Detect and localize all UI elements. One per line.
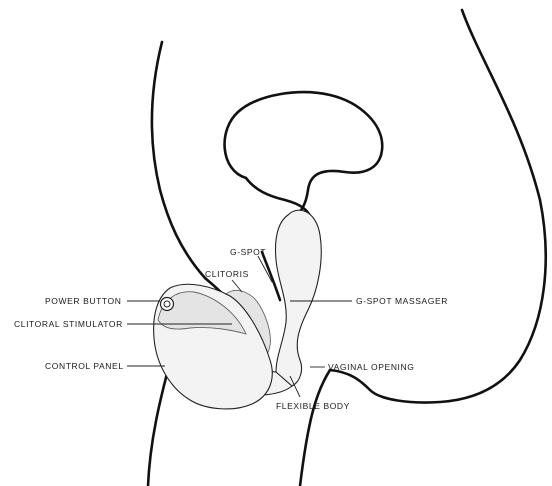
power-button-ring xyxy=(161,298,174,311)
label-control-panel: CONTROL PANEL xyxy=(45,361,124,371)
label-g-spot-massager: G-SPOT MASSAGER xyxy=(356,296,448,306)
front-body-outline xyxy=(152,42,205,278)
label-clitoral-stimulator: CLITORAL STIMULATOR xyxy=(14,319,123,329)
label-clitoris: CLITORIS xyxy=(205,269,249,279)
label-flexible-body: FLEXIBLE BODY xyxy=(276,401,350,411)
label-g-spot: G-SPOT xyxy=(230,247,266,257)
front-leg-outline xyxy=(148,362,170,486)
bladder-outline xyxy=(225,92,383,220)
label-power-button: POWER BUTTON xyxy=(45,296,121,306)
rear-leg-outline xyxy=(300,370,330,486)
g-spot-massager-shape xyxy=(276,210,322,387)
back-body-outline xyxy=(330,10,546,403)
label-vaginal-opening: VAGINAL OPENING xyxy=(328,362,414,372)
